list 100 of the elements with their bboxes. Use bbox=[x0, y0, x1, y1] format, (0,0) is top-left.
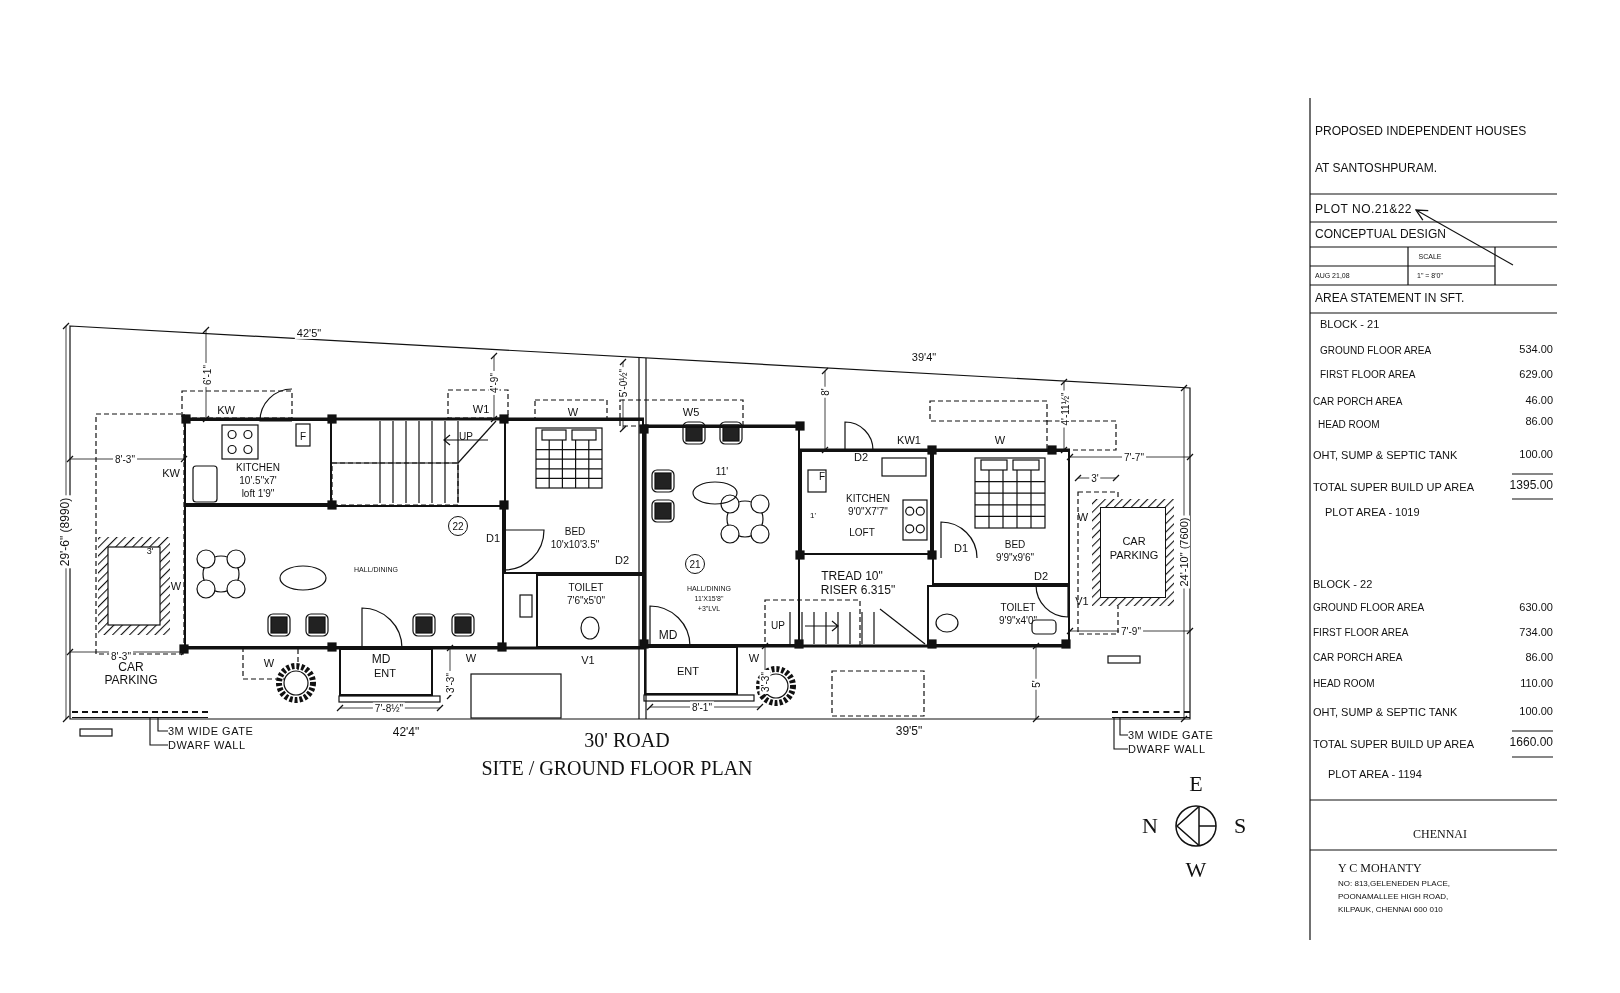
room-size: 9'9"x9'6" bbox=[995, 551, 1035, 564]
plan-note: TREAD 10" bbox=[821, 570, 883, 584]
leader-line bbox=[149, 717, 169, 746]
title-block-text: CONCEPTUAL DESIGN bbox=[1315, 228, 1446, 242]
title-block-text: PLOT AREA - 1019 bbox=[1325, 505, 1420, 519]
callout-text: 3M WIDE GATE bbox=[1128, 728, 1214, 742]
opening-mark: W bbox=[748, 651, 760, 665]
area-value: 1660.00 bbox=[1509, 736, 1553, 750]
title-block-text: TOTAL SUPER BUILD UP AREA bbox=[1313, 480, 1474, 494]
dimension-text: 29'-6" (8990) bbox=[59, 495, 73, 569]
opening-mark: W bbox=[567, 405, 579, 419]
dimension-text: 24'-10" (7600) bbox=[1177, 515, 1191, 589]
arrow bbox=[1415, 209, 1514, 266]
title-block-text: AT SANTOSHPURAM. bbox=[1315, 162, 1438, 176]
title-block-text: PLOT NO.21&22 bbox=[1315, 202, 1412, 218]
room-outline bbox=[927, 585, 1070, 646]
room-number: 21 bbox=[685, 554, 705, 574]
compass-letter: S bbox=[1233, 813, 1247, 839]
address-text: KILPAUK, CHENNAI 600 010 bbox=[1338, 905, 1443, 915]
gate-line bbox=[1112, 711, 1190, 718]
area-value: 630.00 bbox=[1519, 600, 1553, 614]
room-size: 10'x10'3.5" bbox=[550, 538, 600, 551]
title-block-text: HEAD ROOM bbox=[1318, 418, 1380, 430]
dimension-text: 39'5" bbox=[895, 725, 923, 739]
plan-note: 1' bbox=[810, 511, 816, 521]
area-value: 86.00 bbox=[1525, 650, 1553, 664]
title-block-text: OHT, SUMP & SEPTIC TANK bbox=[1313, 705, 1458, 719]
title-block-text: BLOCK - 22 bbox=[1313, 577, 1373, 591]
room-outline bbox=[184, 419, 332, 505]
dimension-text: 7'-7" bbox=[1122, 451, 1146, 463]
plan-note: CAR PARKING bbox=[103, 660, 159, 688]
opening-mark: D1 bbox=[953, 541, 969, 555]
room-name: ENT bbox=[374, 666, 396, 680]
opening-mark: KW bbox=[160, 466, 182, 480]
area-value: 86.00 bbox=[1525, 414, 1553, 428]
room-number: 22 bbox=[448, 516, 468, 536]
leader-line bbox=[157, 717, 169, 732]
opening-mark: W bbox=[994, 433, 1006, 447]
address-text: POONAMALLEE HIGH ROAD, bbox=[1338, 892, 1449, 902]
address-text: Y C MOHANTY bbox=[1338, 862, 1422, 876]
room-size: 10'.5"x7' bbox=[239, 474, 277, 487]
opening-mark: MD bbox=[371, 653, 391, 667]
plan-title: SITE / GROUND FLOOR PLAN bbox=[481, 757, 753, 779]
dimension-text: 42'5" bbox=[294, 326, 324, 340]
dimension-text: 39'4" bbox=[909, 350, 939, 364]
dimension-text: 11' bbox=[713, 465, 731, 477]
dimension-text: 3' bbox=[1089, 472, 1101, 484]
dimension-text: 5'-0½" bbox=[617, 366, 629, 400]
dimension-text: 4'-11½" bbox=[1059, 390, 1071, 428]
room-outline bbox=[800, 450, 932, 555]
area-value: 100.00 bbox=[1519, 704, 1553, 718]
title-block-text: HEAD ROOM bbox=[1313, 677, 1375, 689]
opening-mark: V1 bbox=[1075, 594, 1089, 608]
dimension-text: 8' bbox=[819, 386, 831, 398]
area-value: 1395.00 bbox=[1509, 479, 1553, 493]
address-text: NO: 813,GELENEDEN PLACE, bbox=[1338, 879, 1451, 889]
opening-mark: MD bbox=[658, 629, 678, 643]
opening-mark: W5 bbox=[682, 405, 700, 419]
room-outline bbox=[504, 419, 644, 574]
leader-line bbox=[1113, 717, 1129, 750]
room-outline bbox=[932, 450, 1070, 585]
title-block-text: AREA STATEMENT IN SFT. bbox=[1315, 292, 1465, 306]
opening-mark: W bbox=[465, 651, 477, 665]
opening-mark: W bbox=[170, 579, 182, 593]
opening-mark: W1 bbox=[472, 402, 490, 416]
title-block-text: OHT, SUMP & SEPTIC TANK bbox=[1313, 448, 1458, 462]
title-block-text: GROUND FLOOR AREA bbox=[1320, 344, 1432, 356]
dimension-text: 5' bbox=[1030, 678, 1042, 690]
compass-letter: N bbox=[1142, 813, 1158, 839]
title-block-text: GROUND FLOOR AREA bbox=[1313, 601, 1425, 613]
dimension-text: 4'-9" bbox=[488, 371, 500, 395]
area-value: 629.00 bbox=[1519, 367, 1553, 381]
dimension-text: 3' bbox=[146, 547, 154, 557]
room-name: CAR PARKING bbox=[1108, 534, 1160, 562]
dimension-text: 7'-8½" bbox=[372, 702, 406, 714]
area-value: 46.00 bbox=[1525, 393, 1553, 407]
opening-mark: F bbox=[299, 430, 307, 442]
opening-mark: KW bbox=[217, 403, 235, 417]
area-value: 734.00 bbox=[1519, 625, 1553, 639]
callout-text: DWARF WALL bbox=[168, 738, 246, 752]
title-block-text: BLOCK - 21 bbox=[1320, 317, 1380, 331]
opening-mark: V1 bbox=[581, 653, 595, 667]
room-outline bbox=[184, 505, 504, 648]
opening-mark: KW1 bbox=[897, 433, 921, 447]
dimension-text: 3'-3" bbox=[444, 671, 456, 695]
plan-note: LOFT bbox=[849, 526, 875, 538]
room-name: BED bbox=[564, 525, 586, 538]
title-block-text: FIRST FLOOR AREA bbox=[1313, 626, 1409, 638]
plan-note: UP bbox=[459, 430, 473, 442]
opening-mark: D2 bbox=[853, 450, 869, 464]
opening-mark: W bbox=[1077, 510, 1089, 524]
room-outline bbox=[644, 646, 738, 695]
title-block-text: FIRST FLOOR AREA bbox=[1320, 368, 1416, 380]
room-outline bbox=[339, 648, 433, 696]
plan-note: RISER 6.315" bbox=[820, 584, 896, 598]
area-value: 534.00 bbox=[1519, 342, 1553, 356]
room-size: loft 1'9" bbox=[241, 487, 275, 500]
room-name: TOILET bbox=[568, 581, 604, 594]
callout-text: 3M WIDE GATE bbox=[168, 724, 254, 738]
room-outline bbox=[536, 574, 644, 648]
